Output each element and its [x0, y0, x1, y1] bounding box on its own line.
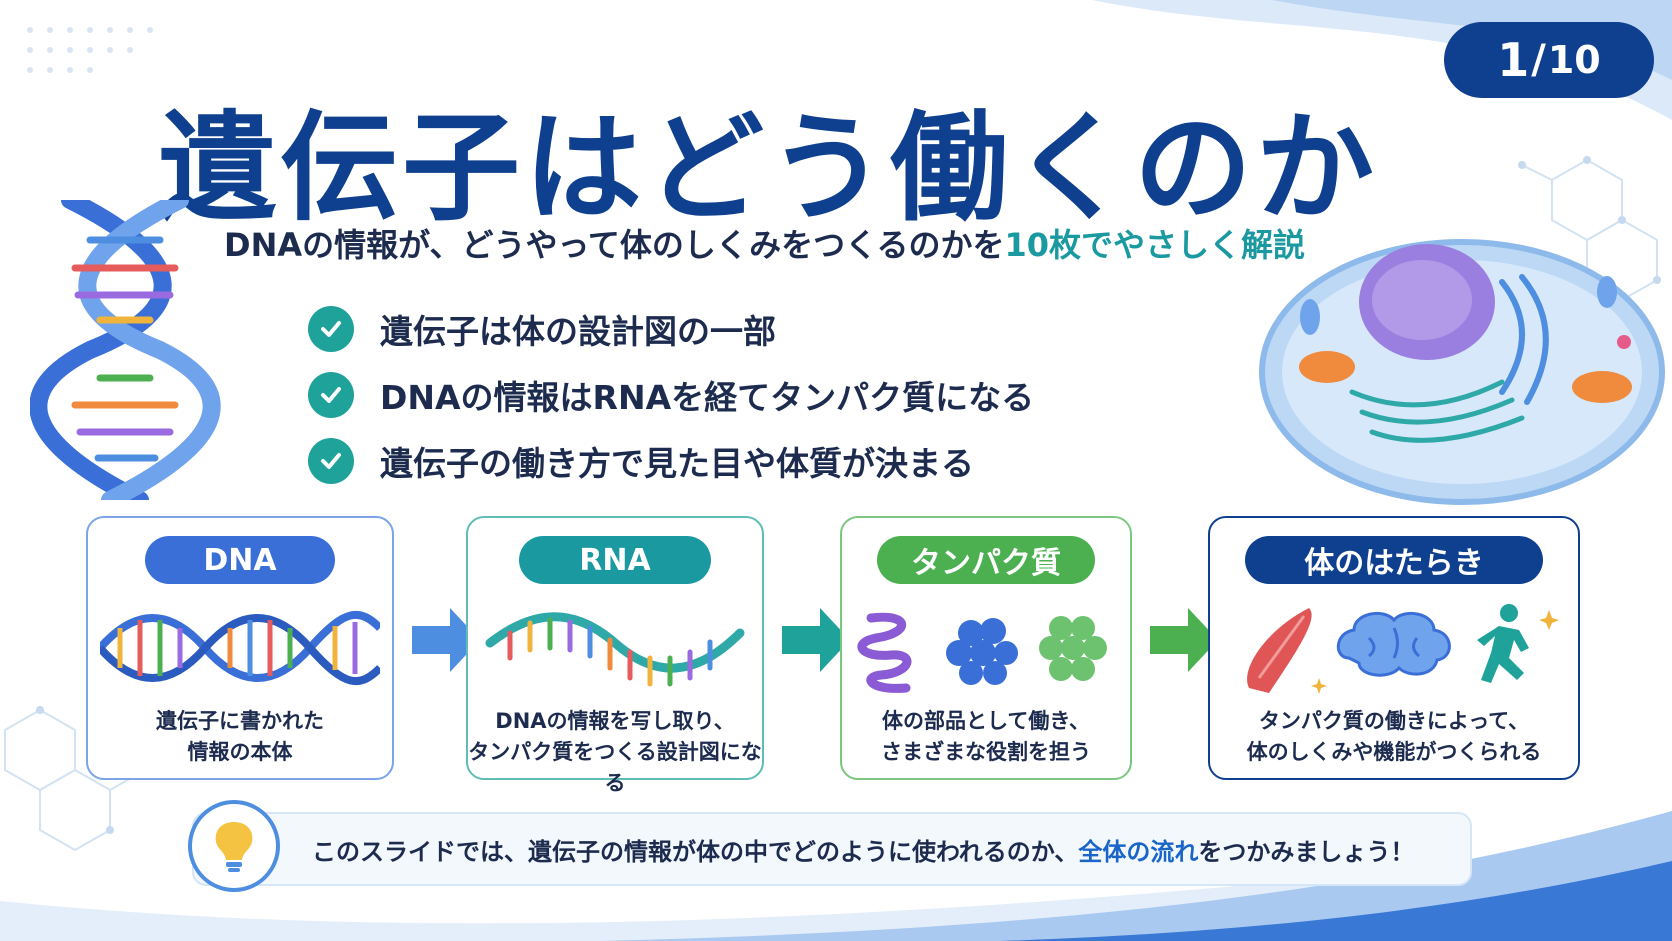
check-icon — [308, 372, 354, 418]
description-line-1: DNAの情報を写し取り、 — [495, 709, 735, 733]
tip-text: このスライドでは、遺伝子の情報が体の中でどのように使われるのか、全体の流れをつか… — [312, 814, 1414, 884]
key-point-text: DNAの情報はRNAを経てタンパク質になる — [380, 378, 1035, 417]
brain-icon — [1336, 611, 1451, 677]
flow-card-label: DNA — [145, 536, 335, 584]
protein-icon — [842, 598, 1130, 698]
check-icon — [308, 306, 354, 352]
rna-strand-icon — [468, 598, 762, 698]
description-line-1: 遺伝子に書かれた — [156, 709, 324, 733]
key-point-2: DNAの情報はRNAを経てタンパク質になる — [308, 362, 1034, 428]
runner-icon — [1477, 604, 1529, 683]
subtitle-text: DNAの情報が、どうやって体のしくみをつくるのかを — [224, 226, 1005, 264]
flow-card-rna: RNA DNAの情報を写し取り、 タンパク質をつくる設計図になる — [466, 516, 764, 795]
tip-text-after: をつかみましょう！ — [1198, 837, 1415, 866]
flow-card-label: 体のはたらき — [1245, 536, 1543, 584]
flow-card-description: DNAの情報を写し取り、 タンパク質をつくる設計図になる — [468, 706, 762, 799]
key-point-1: 遺伝子は体の設計図の一部 — [308, 296, 1034, 362]
gene-flow-diagram: DNA 遺伝子に書かれた 情報の本体 RNA — [86, 516, 1606, 795]
flow-card-label: RNA — [519, 536, 711, 584]
flow-card-description: 遺伝子に書かれた 情報の本体 — [88, 706, 392, 768]
key-point-text: 遺伝子の働き方で見た目や体質が決まる — [380, 444, 974, 483]
description-line-2: さまざまな役割を担う — [881, 740, 1091, 764]
background-wave-bottom — [0, 811, 1672, 941]
key-point-3: 遺伝子の働き方で見た目や体質が決まる — [308, 428, 1034, 494]
body-function-icons — [1210, 598, 1578, 698]
dot-pattern — [27, 27, 153, 73]
description-line-1: 体の部品として働き、 — [882, 709, 1090, 733]
flow-card-dna: DNA 遺伝子に書かれた 情報の本体 — [86, 516, 394, 780]
flow-card-body-function: 体のはたらき タンパク質の働きによって、 — [1208, 516, 1580, 780]
arrow-right-icon — [1150, 608, 1218, 672]
arrow-right-icon — [782, 608, 850, 672]
tip-box: このスライドでは、遺伝子の情報が体の中でどのように使われるのか、全体の流れをつか… — [192, 812, 1472, 886]
page-counter-badge: 1 / 10 — [1444, 22, 1654, 98]
cell-icon — [1259, 239, 1665, 505]
page-separator: / — [1531, 37, 1546, 83]
flow-card-description: タンパク質の働きによって、 体のしくみや機能がつくられる — [1210, 706, 1578, 768]
description-line-2: タンパク質をつくる設計図になる — [468, 740, 762, 795]
arrow-right-icon — [412, 608, 480, 672]
dna-strand-icon — [88, 598, 392, 698]
key-points-list: 遺伝子は体の設計図の一部 DNAの情報はRNAを経てタンパク質になる 遺伝子の働… — [308, 296, 1034, 494]
tip-text-before: このスライドでは、遺伝子の情報が体の中でどのように使われるのか、 — [312, 837, 1079, 866]
description-line-1: タンパク質の働きによって、 — [1258, 709, 1530, 733]
flow-card-label: タンパク質 — [877, 536, 1095, 584]
flow-card-description: 体の部品として働き、 さまざまな役割を担う — [842, 706, 1130, 768]
page-total: 10 — [1547, 38, 1601, 82]
muscle-icon — [1247, 608, 1312, 693]
slide-subtitle: DNAの情報が、どうやって体のしくみをつくるのかを10枚でやさしく解説 — [224, 220, 1305, 266]
lightbulb-icon — [188, 800, 280, 892]
description-line-2: 情報の本体 — [187, 740, 293, 764]
description-line-2: 体のしくみや機能がつくられる — [1246, 740, 1542, 764]
slide-title: 遺伝子はどう働くのか — [158, 99, 1379, 237]
subtitle-highlight: 10枚でやさしく解説 — [1004, 226, 1306, 264]
key-point-text: 遺伝子は体の設計図の一部 — [380, 312, 776, 351]
page-current: 1 — [1497, 33, 1530, 87]
flow-card-protein: タンパク質 体の部品として働き、 さまざまな役割を担う — [840, 516, 1132, 780]
dna-helix-icon — [30, 200, 221, 500]
tip-text-highlight: 全体の流れ — [1078, 837, 1199, 866]
check-icon — [308, 438, 354, 484]
